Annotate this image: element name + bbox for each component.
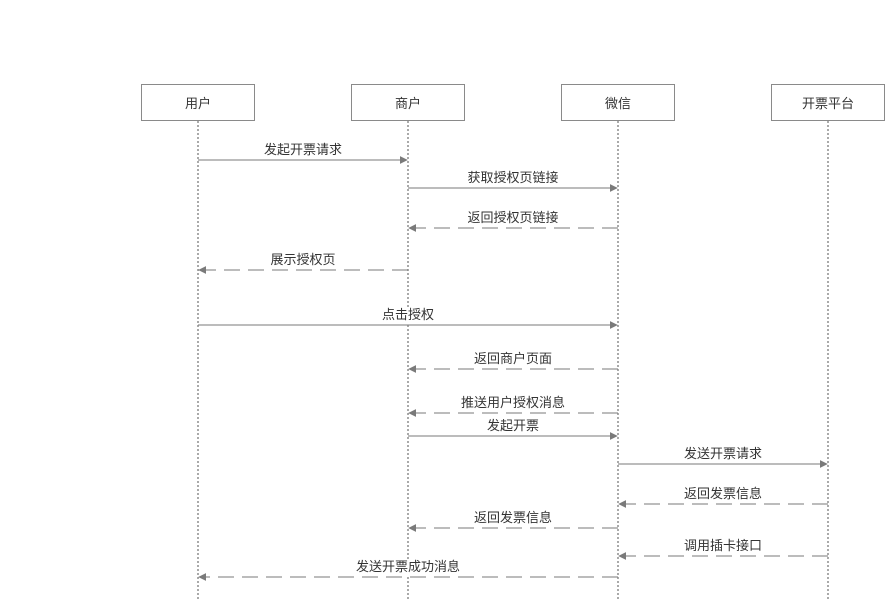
actor-merchant: 商户 bbox=[351, 84, 465, 121]
message-label-10: 返回发票信息 bbox=[681, 487, 765, 502]
message-label-12: 调用插卡接口 bbox=[681, 539, 765, 554]
message-label-9: 发送开票请求 bbox=[681, 447, 765, 462]
message-label-11: 返回发票信息 bbox=[471, 511, 555, 526]
actor-label: 微信 bbox=[604, 97, 631, 112]
message-label-7: 推送用户授权消息 bbox=[458, 396, 568, 411]
message-label-5: 点击授权 bbox=[379, 308, 437, 323]
message-label-3: 返回授权页链接 bbox=[465, 211, 561, 226]
actor-wechat: 微信 bbox=[561, 84, 675, 121]
message-label-8: 发起开票 bbox=[484, 419, 542, 434]
message-label-6: 返回商户页面 bbox=[471, 352, 555, 367]
actor-platform: 开票平台 bbox=[771, 84, 885, 121]
message-label-4: 展示授权页 bbox=[268, 253, 338, 268]
actor-label: 用户 bbox=[184, 97, 211, 112]
message-label-1: 发起开票请求 bbox=[261, 143, 345, 158]
actor-label: 开票平台 bbox=[801, 97, 854, 112]
actor-label: 商户 bbox=[394, 97, 421, 112]
message-label-13: 发送开票成功消息 bbox=[353, 560, 463, 575]
message-label-2: 获取授权页链接 bbox=[465, 171, 561, 186]
actor-user: 用户 bbox=[141, 84, 255, 121]
